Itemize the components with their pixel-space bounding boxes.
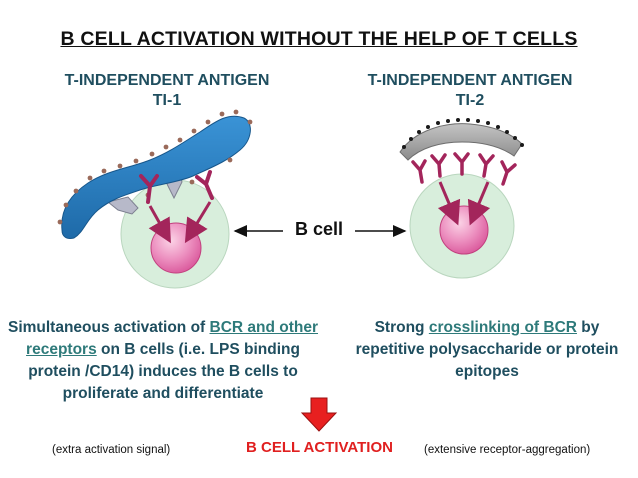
left-description-part1: Simultaneous activation of bbox=[7, 319, 210, 336]
ti2-epitope-dots bbox=[402, 118, 524, 149]
b-cell-activation-label: B CELL ACTIVATION bbox=[246, 439, 393, 456]
right-description: Strong crosslinking of BCR by repetitive… bbox=[342, 317, 632, 383]
page-title: B CELL ACTIVATION WITHOUT THE HELP OF T … bbox=[60, 28, 578, 50]
note-receptor-aggregation: (extensive receptor-aggregation) bbox=[424, 444, 591, 456]
activation-down-arrow bbox=[300, 397, 338, 432]
left-description-highlight: BCR and other receptors bbox=[26, 319, 319, 358]
ti1-heading: T-INDEPENDENT ANTIGEN TI-1 bbox=[22, 71, 312, 111]
ti1-heading-line1: T-INDEPENDENT ANTIGEN bbox=[64, 72, 270, 89]
left-description-part2: on B cells (i.e. LPS binding protein /CD… bbox=[28, 341, 300, 402]
ti2-antigen bbox=[399, 123, 523, 161]
right-description-part2: by repetitive polysaccharide or protein … bbox=[355, 319, 619, 380]
right-signal-arrows bbox=[437, 181, 491, 226]
note-extra-activation-signal: (extra activation signal) bbox=[52, 444, 171, 456]
left-b-cell bbox=[120, 179, 230, 289]
right-b-cell bbox=[409, 173, 515, 279]
left-bcr-receptors bbox=[139, 170, 214, 204]
right-description-highlight: crosslinking of BCR bbox=[428, 319, 577, 336]
right-description-part1: Strong bbox=[374, 319, 429, 336]
left-signal-arrows bbox=[148, 201, 212, 244]
ti2-heading-line2: TI-2 bbox=[455, 92, 485, 109]
ti1-heading-line2: TI-1 bbox=[152, 92, 182, 109]
ti2-heading-line1: T-INDEPENDENT ANTIGEN bbox=[367, 72, 573, 89]
right-bcr-receptors bbox=[411, 152, 517, 186]
left-description: Simultaneous activation of BCR and other… bbox=[4, 317, 322, 405]
b-cell-label: B cell bbox=[294, 219, 344, 239]
ti2-heading: T-INDEPENDENT ANTIGEN TI-2 bbox=[320, 71, 620, 111]
